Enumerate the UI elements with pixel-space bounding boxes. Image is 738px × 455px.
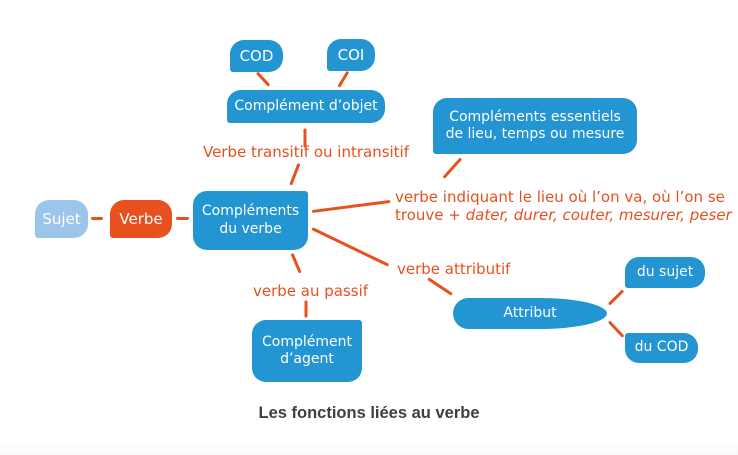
connector-complements-verbe-to-indiquant-label: [311, 199, 391, 213]
label-verbe-indiquant-italic: dater, durer, couter, mesurer, peser: [465, 205, 732, 224]
label-verbe-au-passif: verbe au passif: [253, 282, 369, 301]
node-du-sujet: du sujet: [625, 257, 705, 288]
label-verbe-transitif: Verbe transitif ou intransitif: [196, 143, 416, 162]
node-sujet: Sujet: [35, 200, 88, 238]
connector-transitif-label-to-complements-verbe: [289, 162, 301, 186]
connector-complements-verbe-to-attributif-label: [311, 227, 390, 267]
connector-attribut-to-du-sujet: [607, 289, 625, 306]
node-verbe-label: Verbe: [119, 209, 163, 228]
bottom-page-edge: [0, 442, 738, 455]
node-du-cod: du COD: [625, 333, 698, 363]
label-verbe-indiquant: verbe indiquant le lieu où l’on va, où l…: [395, 188, 738, 224]
node-coi-label: COI: [337, 45, 365, 64]
node-du-sujet-label: du sujet: [636, 263, 694, 280]
connector-verbe-to-complements-verbe: [176, 217, 189, 220]
node-complements-essentiels-label: Compléments essentiels de lieu, temps ou…: [445, 108, 625, 142]
connector-coi-to-complement-objet: [337, 70, 350, 88]
diagram-title: Les fonctions liées au verbe: [258, 404, 480, 422]
node-coi: COI: [327, 39, 375, 71]
connector-essentiels-to-indiquant-label: [442, 157, 463, 179]
label-verbe-attributif-text: verbe attributif: [397, 260, 511, 278]
node-complements-verbe: Compléments du verbe: [193, 191, 308, 250]
node-complement-agent-label: Complément d’agent: [262, 333, 352, 367]
label-verbe-transitif-text: Verbe transitif ou intransitif: [202, 143, 410, 161]
node-cod-label: COD: [239, 46, 274, 65]
connector-complements-verbe-to-passif-label: [290, 252, 302, 274]
node-cod: COD: [230, 40, 283, 72]
label-verbe-indiquant-line1: verbe indiquant le lieu où l’on va, où l…: [395, 188, 725, 206]
node-attribut: Attribut: [453, 298, 607, 329]
label-verbe-au-passif-text: verbe au passif: [253, 282, 369, 300]
node-verbe: Verbe: [110, 200, 172, 238]
node-complement-agent: Complément d’agent: [252, 320, 362, 382]
node-complement-objet-label: Complément d’objet: [234, 97, 378, 114]
connector-cod-to-complement-objet: [255, 71, 271, 87]
connector-passif-label-to-complement-agent: [304, 300, 308, 318]
connector-sujet-to-verbe: [91, 217, 103, 220]
node-sujet-label: Sujet: [42, 209, 81, 228]
node-complements-essentiels: Compléments essentiels de lieu, temps ou…: [433, 98, 637, 154]
label-verbe-attributif: verbe attributif: [397, 260, 511, 279]
label-verbe-indiquant-line2: trouve + dater, durer, couter, mesurer, …: [395, 205, 732, 224]
connector-attributif-label-to-attribut: [427, 277, 453, 296]
connector-attribut-to-du-cod: [607, 320, 625, 338]
node-complement-objet: Complément d’objet: [227, 90, 385, 123]
node-attribut-label: Attribut: [503, 304, 557, 321]
node-complements-verbe-label: Compléments du verbe: [201, 203, 300, 237]
node-du-cod-label: du COD: [634, 339, 689, 356]
